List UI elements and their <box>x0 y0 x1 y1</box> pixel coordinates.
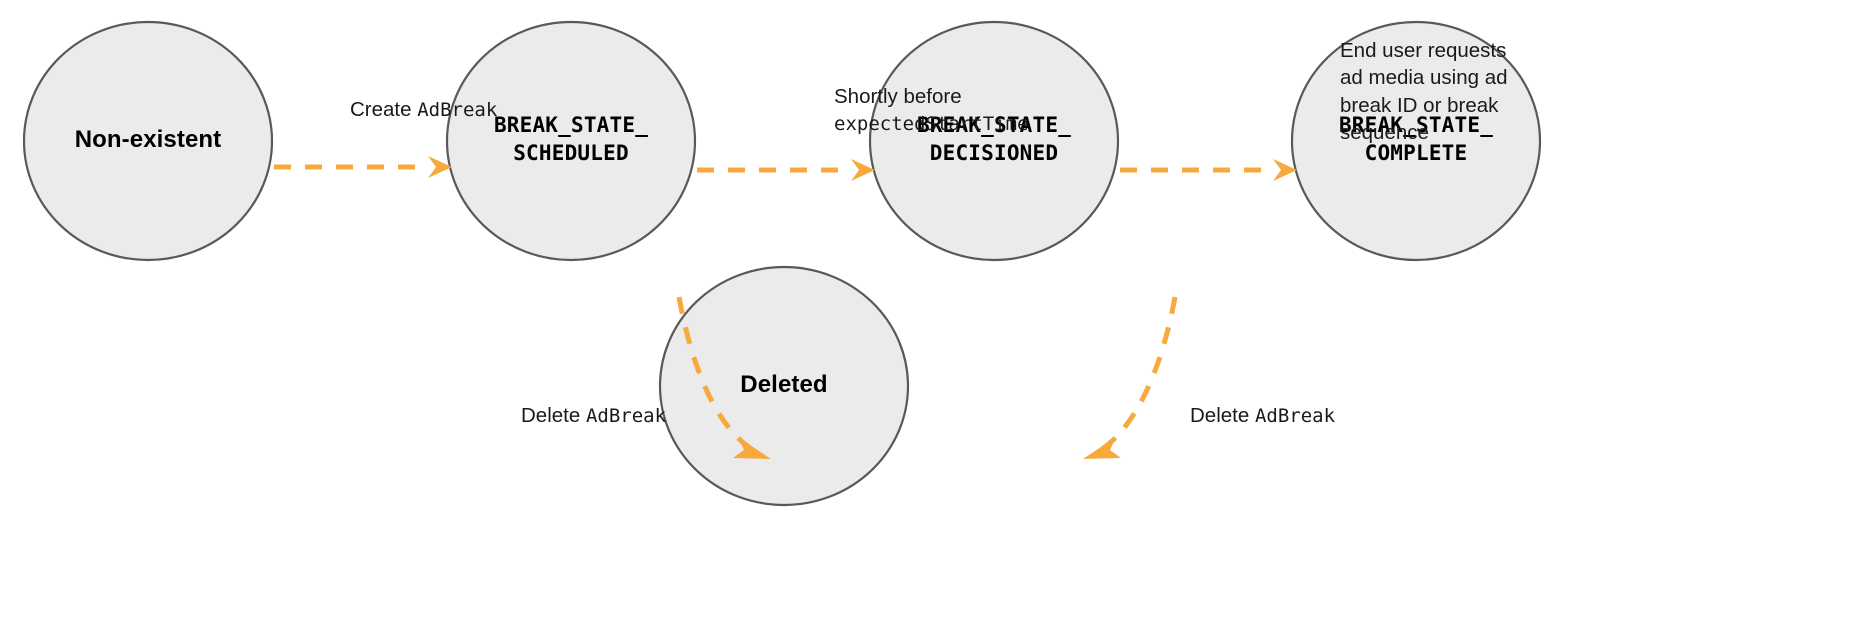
edge-scheduled-to-decisioned-arrowhead <box>851 159 875 181</box>
edge-scheduled-to-deleted-arrowhead <box>733 437 771 459</box>
edge-decisioned-to-deleted-arrowhead <box>1083 437 1121 459</box>
edge-scheduled-to-decisioned[interactable] <box>697 159 875 181</box>
node-break-state-scheduled[interactable] <box>445 20 697 262</box>
node-non-existent[interactable] <box>22 20 274 262</box>
edge-create-adbreak[interactable] <box>274 156 452 178</box>
node-break-state-complete[interactable] <box>1290 20 1542 262</box>
edge-decisioned-to-complete-arrowhead <box>1273 159 1297 181</box>
node-deleted[interactable] <box>658 265 910 507</box>
edge-decisioned-to-deleted-line <box>1095 296 1178 455</box>
edge-scheduled-to-deleted[interactable] <box>676 296 771 459</box>
edge-decisioned-to-deleted[interactable] <box>1083 296 1178 459</box>
node-break-state-decisioned[interactable] <box>868 20 1120 262</box>
edge-decisioned-to-complete[interactable] <box>1120 159 1297 181</box>
edge-create-adbreak-arrowhead <box>428 156 452 178</box>
